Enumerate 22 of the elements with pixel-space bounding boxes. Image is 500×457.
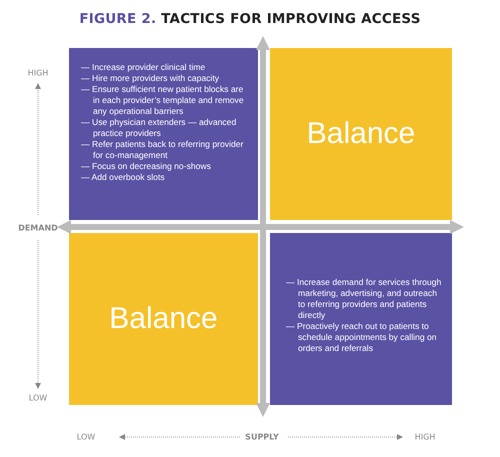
- quadrant-heading: Balance: [109, 302, 218, 336]
- list-item: — Increase demand for services through marketing, advertising, and outreach to referring providers and patients directly: [286, 277, 442, 321]
- quadrant-heading: Balance: [306, 117, 416, 151]
- quadrant-panel: [270, 48, 452, 220]
- list-item: — Focus on decreasing no-shows: [81, 161, 212, 172]
- axis-label: HIGH: [28, 68, 48, 78]
- list-item: — Use physician extenders — advanced practice providers: [81, 117, 238, 139]
- figure-title: FIGURE 2. TACTICS FOR IMPROVING ACCESS: [78, 11, 422, 27]
- axis-label: SUPPLY: [245, 432, 279, 442]
- list-item: — Add overbook slots: [81, 172, 166, 183]
- axis-label: DEMAND: [18, 224, 58, 232]
- list-item: — Refer patients back to referring provider for co-management: [81, 139, 244, 161]
- axis-label: HIGH: [414, 432, 436, 442]
- quadrant-panel: [69, 48, 258, 220]
- list-item: — Proactively reach out to patients to schedule appointments by calling on orders and referrals: [286, 321, 438, 354]
- list-item: — Ensure sufficient new patient blocks are in each provider’s template and remove any operational barriers: [81, 84, 245, 117]
- quadrant-panel: [69, 233, 258, 405]
- list-item: — Hire more providers with capacity: [81, 73, 220, 84]
- axis-label: LOW: [28, 394, 48, 402]
- axis-label: LOW: [76, 432, 96, 442]
- quadrant-panel: [270, 233, 452, 405]
- list-item: — Increase provider clinical time: [81, 62, 206, 73]
